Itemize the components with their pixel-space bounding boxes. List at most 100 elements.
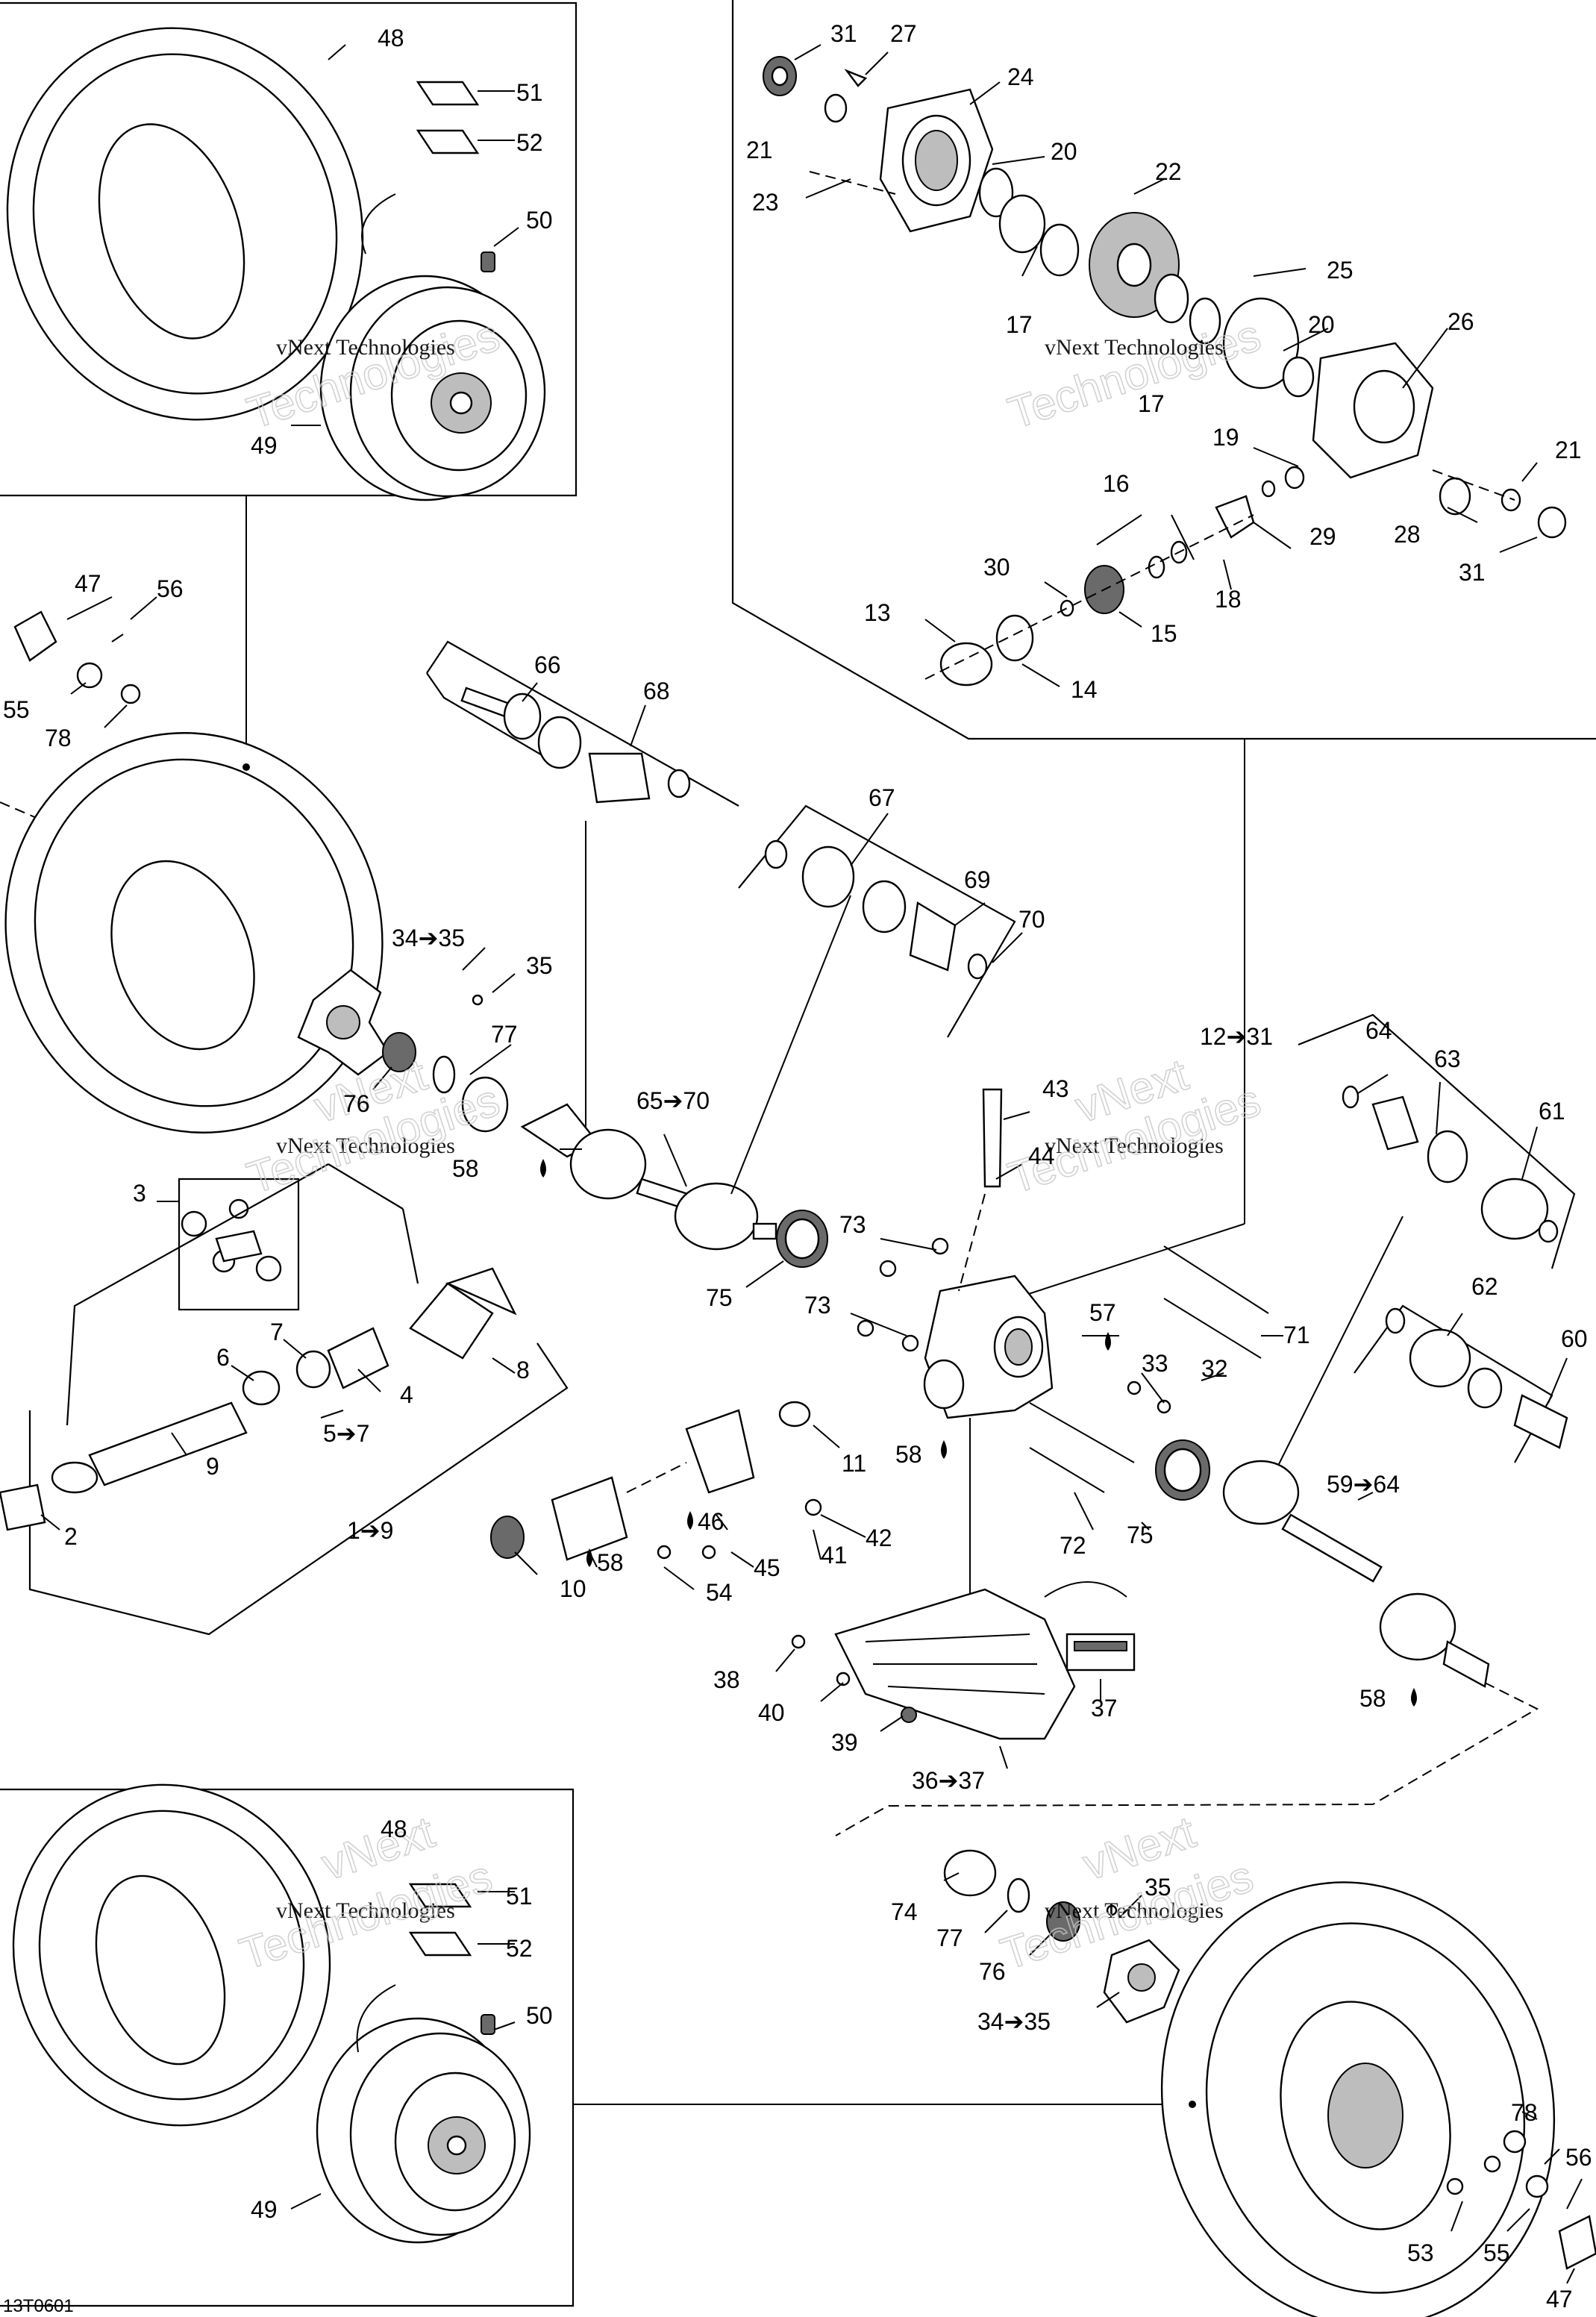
callout-42: 42 — [866, 1525, 892, 1551]
callout-43: 43 — [1042, 1075, 1069, 1102]
callout-62: 62 — [1471, 1273, 1498, 1300]
callout-9: 9 — [206, 1453, 219, 1480]
callout-27: 27 — [890, 20, 917, 47]
callout-69: 69 — [964, 866, 991, 893]
callout-55: 55 — [1483, 2239, 1510, 2266]
right-shaft-boots — [1222, 1013, 1576, 1688]
callout-60: 60 — [1561, 1325, 1588, 1352]
callout-40: 40 — [758, 1699, 785, 1726]
callout-55: 55 — [3, 696, 30, 723]
callout-34-35: 34➔35 — [977, 2008, 1051, 2035]
oil-drop-icon — [1105, 1332, 1111, 1351]
callout-47: 47 — [1546, 2286, 1573, 2313]
callout-56: 56 — [157, 575, 184, 602]
watermark-text: vNext Technologies — [1045, 335, 1224, 360]
callout-12-31: 12➔31 — [1200, 1023, 1273, 1050]
callout-21: 21 — [1555, 437, 1582, 463]
callout-48: 48 — [381, 1816, 407, 1842]
propeller-shaft — [0, 1163, 569, 1636]
callout-13: 13 — [864, 599, 891, 626]
callout-53: 53 — [1407, 2239, 1434, 2266]
callout-35: 35 — [1145, 1874, 1171, 1901]
callout-33: 33 — [1142, 1350, 1168, 1377]
shaft-boots — [426, 640, 1016, 1149]
callout-17: 17 — [1138, 390, 1165, 417]
oil-drop-icon — [586, 1548, 592, 1567]
callout-39: 39 — [831, 1729, 858, 1756]
callout-73: 73 — [804, 1292, 831, 1319]
oil-drop-icon — [1411, 1688, 1417, 1707]
callout-22: 22 — [1155, 158, 1182, 185]
callout-19: 19 — [1212, 424, 1239, 451]
callout-59-64: 59➔64 — [1327, 1471, 1400, 1498]
differential-internals — [763, 56, 1567, 687]
callout-72: 72 — [1060, 1532, 1086, 1559]
callout-58: 58 — [1359, 1685, 1386, 1712]
callout-74: 74 — [891, 1898, 918, 1925]
front-differential-housing — [490, 1088, 1269, 1679]
callout-23: 23 — [752, 189, 779, 216]
callout-31: 31 — [830, 20, 857, 47]
callout-21: 21 — [746, 137, 773, 163]
callout-75: 75 — [706, 1284, 733, 1311]
callout-64: 64 — [1365, 1017, 1392, 1044]
callout-16: 16 — [1103, 470, 1130, 497]
callout-15: 15 — [1151, 620, 1177, 647]
callout-28: 28 — [1394, 521, 1421, 548]
callout-11: 11 — [842, 1450, 866, 1477]
callout-6: 6 — [216, 1344, 230, 1371]
callout-52: 52 — [506, 1935, 533, 1962]
skid-plate — [791, 1581, 1136, 1740]
callout-17: 17 — [1006, 311, 1033, 338]
callout-44: 44 — [1028, 1142, 1055, 1169]
callout-78: 78 — [45, 725, 72, 751]
callout-77: 77 — [491, 1021, 518, 1048]
callout-37: 37 — [1091, 1695, 1118, 1722]
callout-49: 49 — [251, 432, 278, 459]
watermark-text: vNext Technologies — [1045, 1134, 1224, 1158]
callout-50: 50 — [526, 207, 553, 234]
callout-35: 35 — [526, 952, 553, 979]
callout-47: 47 — [75, 570, 101, 597]
callout-61: 61 — [1539, 1098, 1565, 1125]
watermark-technologies: Technologies — [1002, 310, 1266, 438]
callout-29: 29 — [1309, 523, 1336, 550]
callout-3: 3 — [133, 1180, 146, 1207]
callout-63: 63 — [1434, 1045, 1461, 1072]
callout-5-7: 5➔7 — [323, 1420, 369, 1447]
callout-1-9: 1➔9 — [347, 1517, 393, 1544]
callout-71: 71 — [1283, 1322, 1310, 1348]
callout-4: 4 — [400, 1381, 413, 1408]
callout-78: 78 — [1511, 2099, 1538, 2126]
callout-54: 54 — [706, 1579, 733, 1606]
callout-56: 56 — [1565, 2144, 1592, 2171]
callout-75: 75 — [1127, 1522, 1154, 1548]
callout-49: 49 — [251, 2196, 278, 2223]
callout-48: 48 — [378, 25, 404, 51]
leader-lines — [40, 44, 1583, 2284]
callout-24: 24 — [1007, 63, 1034, 90]
callout-30: 30 — [983, 554, 1010, 581]
callout-50: 50 — [526, 2002, 553, 2029]
callout-20: 20 — [1051, 138, 1077, 165]
callout-68: 68 — [643, 678, 670, 704]
bottom-left-wheel — [12, 1783, 531, 2244]
callout-32: 32 — [1201, 1355, 1228, 1382]
callout-36-37: 36➔37 — [912, 1767, 985, 1794]
front-left-driveshaft — [520, 895, 851, 1268]
top-left-wheel — [6, 27, 546, 501]
oil-drop-icon — [941, 1440, 947, 1459]
watermark-text: vNext Technologies — [276, 1898, 455, 1923]
callout-57: 57 — [1089, 1299, 1116, 1326]
callout-8: 8 — [516, 1357, 530, 1383]
callout-2: 2 — [64, 1523, 78, 1550]
callout-14: 14 — [1071, 676, 1098, 703]
callout-52: 52 — [516, 129, 543, 156]
callout-34-35: 34➔35 — [392, 925, 465, 951]
callout-73: 73 — [839, 1211, 866, 1238]
callout-7: 7 — [270, 1319, 284, 1345]
watermarks: Technologies vNext Technologies Technolo… — [234, 310, 1267, 1980]
callout-labels: 48 51 52 50 49 31 27 24 21 20 23 22 17 1… — [3, 20, 1592, 2316]
